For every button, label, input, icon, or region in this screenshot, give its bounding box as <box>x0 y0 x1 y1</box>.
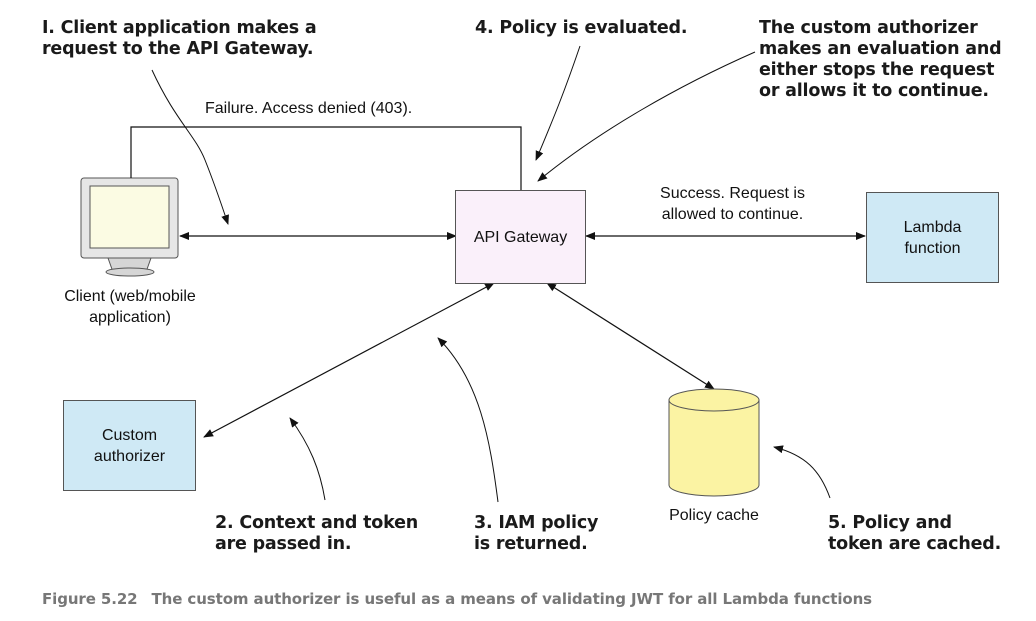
callout-pointer-step1 <box>151 69 229 225</box>
lambda-function-box: Lambda function <box>866 192 999 283</box>
monitor-icon <box>80 177 179 277</box>
gateway-cache-arrow <box>546 282 715 390</box>
figure-number: Figure 5.22 <box>42 590 138 608</box>
callout-pointer-step4 <box>535 45 581 161</box>
gateway-authorizer-arrow <box>203 282 495 438</box>
callout-step5: 5. Policy and token are cached. <box>828 513 1002 554</box>
failure-label: Failure. Access denied (403). <box>205 100 413 117</box>
callout-pointer-authorizer <box>537 51 756 182</box>
custom-authorizer-box: Custom authorizer <box>63 400 196 491</box>
callout-step1: I. Client application makes a request to… <box>42 18 317 59</box>
callout-step2: 2. Context and token are passed in. <box>215 513 418 554</box>
callout-pointer-step2 <box>289 417 326 501</box>
client-label: Client (web/mobile application) <box>64 288 196 326</box>
callout-step4: 4. Policy is evaluated. <box>475 18 688 38</box>
callout-pointer-step3 <box>437 337 499 503</box>
callout-step3: 3. IAM policy is returned. <box>474 513 599 554</box>
api-gateway-box: API Gateway <box>455 190 586 284</box>
figure-caption-text: The custom authorizer is useful as a mea… <box>151 590 873 608</box>
callout-authorizer-note: The custom authorizer makes an evaluatio… <box>759 18 1002 101</box>
success-label: Success. Request is allowed to continue. <box>660 185 805 223</box>
failure-path <box>130 126 522 190</box>
callout-pointer-step5 <box>773 445 831 499</box>
database-cylinder-icon <box>668 388 760 497</box>
policy-cache-label: Policy cache <box>669 507 759 524</box>
figure-caption: Figure 5.22 The custom authorizer is usef… <box>42 590 872 608</box>
